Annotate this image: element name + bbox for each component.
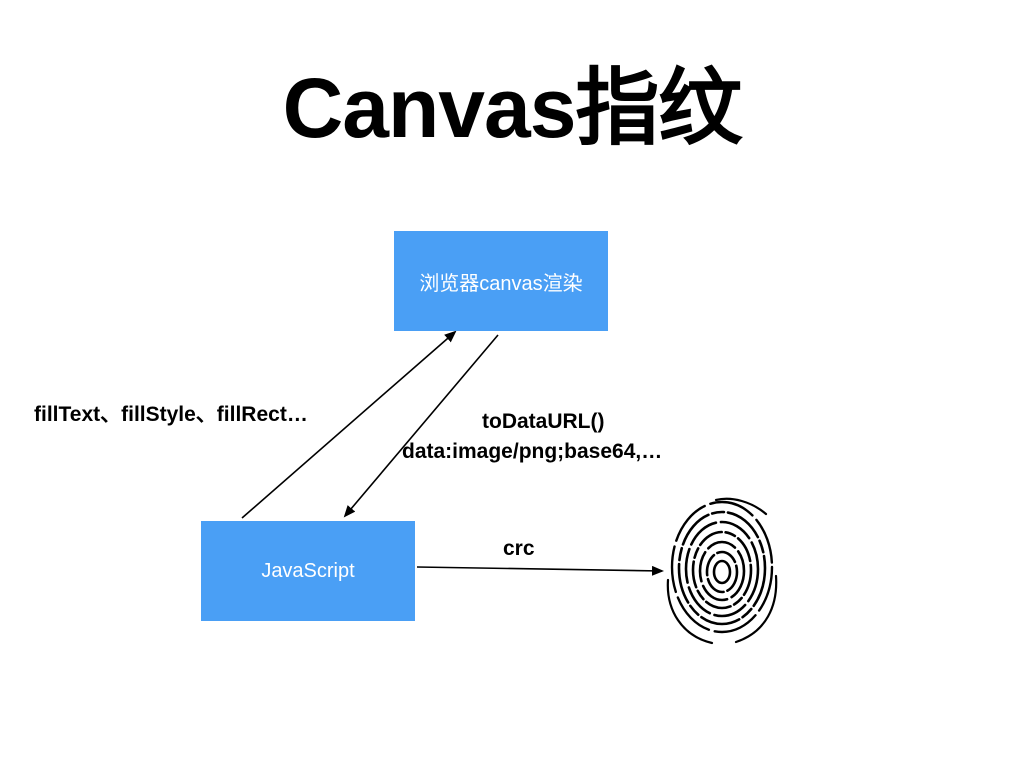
canvas-calls-label: fillText、fillStyle、fillRect… <box>34 403 308 426</box>
browser-canvas-render-label: 浏览器canvas渲染 <box>419 272 583 295</box>
javascript-label: JavaScript <box>261 559 355 582</box>
javascript-node: JavaScript <box>201 521 415 621</box>
fingerprint-icon <box>666 497 778 645</box>
arrow-browser-to-js <box>343 334 499 518</box>
arrow-js-to-fingerprint <box>416 565 664 576</box>
dataurl-label: data:image/png;base64,… <box>402 440 663 463</box>
slide-title: Canvas指纹 <box>282 61 743 155</box>
crc-label: crc <box>503 537 535 560</box>
todataurl-label: toDataURL() <box>482 410 605 433</box>
arrow-js-to-browser <box>241 330 457 519</box>
browser-canvas-render-node: 浏览器canvas渲染 <box>394 231 608 331</box>
